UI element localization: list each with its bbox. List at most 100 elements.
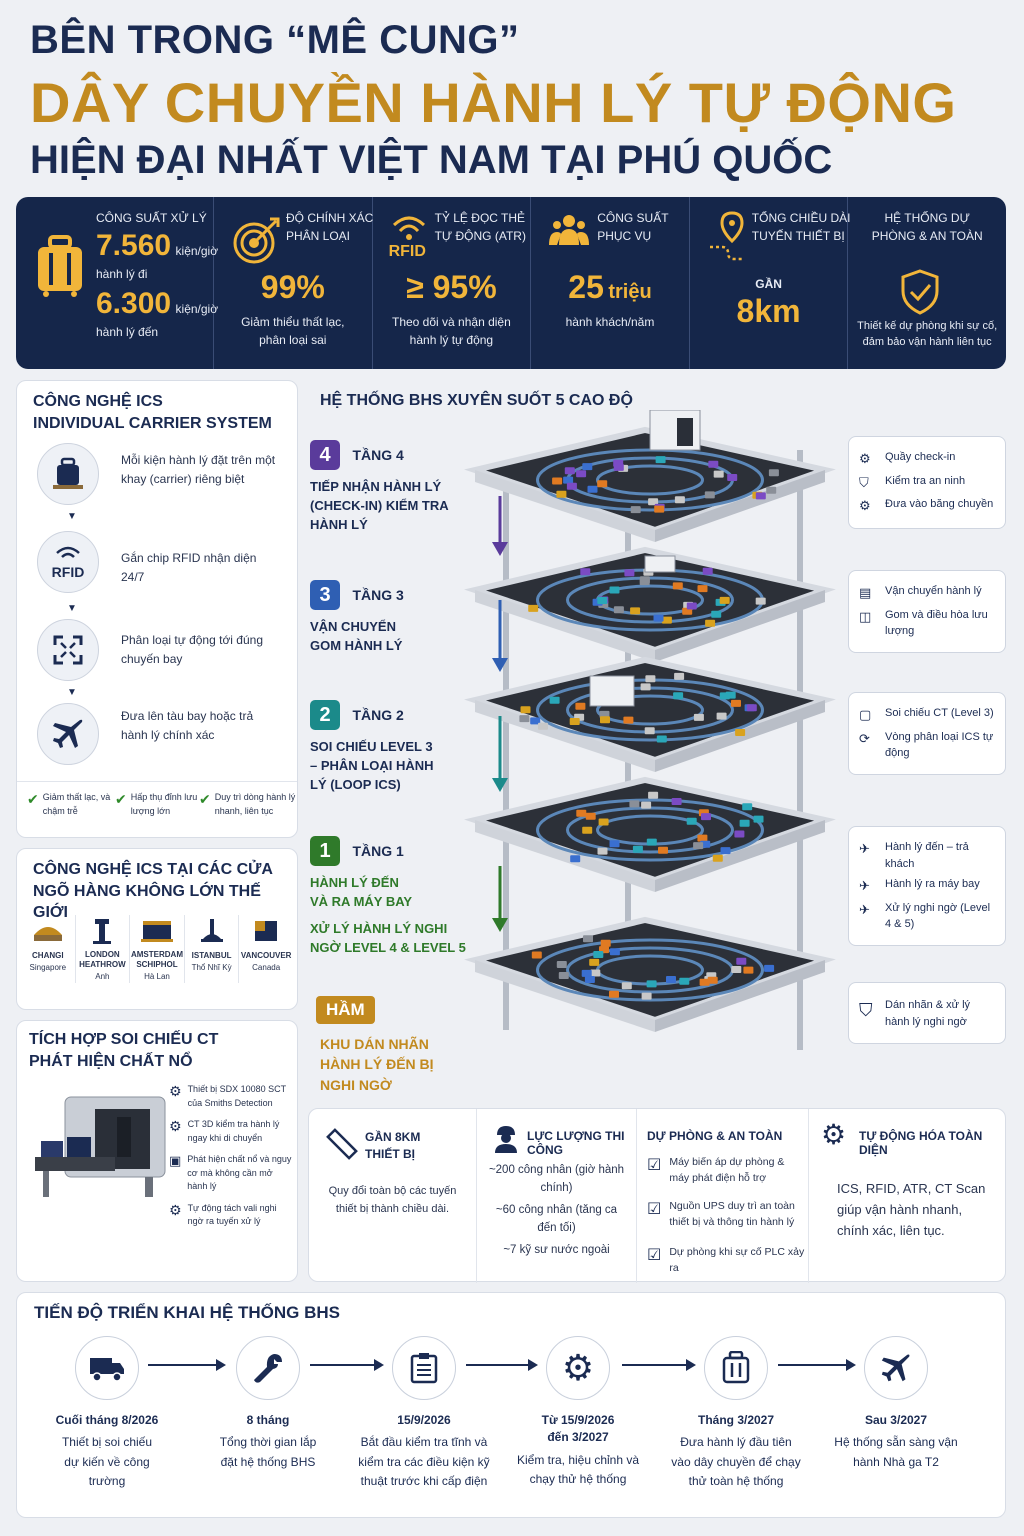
baggage-item bbox=[755, 597, 766, 605]
floor-4-label: 4 TẦNG 4 TIẾP NHẬN HÀNH LÝ (CHECK-IN) KI… bbox=[310, 440, 460, 544]
fact-automation: ⚙ TỰ ĐỘNG HÓA TOÀN DIỆN ICS, RFID, ATR, … bbox=[809, 1109, 1007, 1283]
baggage-item bbox=[653, 614, 664, 622]
stat-service: CÔNG SUẤT PHỤC VỤ 25 triệu hành khách/nă… bbox=[531, 197, 690, 369]
floor-1-desc-1: HÀNH LÝ ĐẾN VÀ RA MÁY BAY bbox=[310, 875, 413, 909]
stat-accuracy-label: ĐỘ CHÍNH XÁC PHÂN LOẠI bbox=[286, 211, 374, 243]
baggage-item bbox=[582, 463, 593, 471]
baggage-item bbox=[520, 706, 531, 714]
facts-card: GẦN 8KM THIẾT BỊ Quy đổi toàn bộ các tuy… bbox=[308, 1108, 1007, 1283]
conveyor-icon: ▤ bbox=[859, 585, 872, 600]
capacity-departure-desc: hành lý đi bbox=[96, 267, 148, 281]
floor-3-desc: VẬN CHUYỂN GOM HÀNH LÝ bbox=[310, 619, 403, 653]
fact-length-desc: Quy đổi toàn bộ các tuyến thiết bị thành… bbox=[328, 1185, 457, 1215]
gear-icon: ⚙ bbox=[859, 451, 871, 466]
airplane-icon bbox=[53, 719, 83, 748]
bhs-building-illustration bbox=[464, 410, 836, 1050]
checkbox-icon: ☑ bbox=[647, 1157, 662, 1174]
down-arrow-icon: ▼ bbox=[67, 511, 77, 522]
baggage-item bbox=[587, 485, 598, 493]
capacity-arrival-value: 6.300 bbox=[96, 287, 172, 320]
baggage-item bbox=[566, 482, 577, 490]
baggage-item bbox=[731, 699, 741, 707]
ics-step-luggage bbox=[37, 443, 99, 505]
baggage-item bbox=[558, 972, 569, 979]
bhs-title: HỆ THỐNG BHS XUYÊN SUỐT 5 CAO ĐỘ bbox=[320, 392, 633, 409]
tower-icon bbox=[200, 919, 223, 942]
stat-safety-label: HỆ THỐNG DỰ PHÒNG & AN TOÀN bbox=[871, 211, 983, 243]
rfid-icon: RFID bbox=[51, 564, 85, 580]
ics-step-rfid: RFID bbox=[37, 531, 99, 593]
baggage-item bbox=[556, 961, 567, 968]
baggage-item bbox=[766, 486, 777, 494]
baggage-item bbox=[597, 597, 608, 604]
baggage-item bbox=[719, 596, 730, 604]
baggage-item bbox=[671, 798, 682, 805]
baggage-item bbox=[564, 467, 575, 475]
baggage-item bbox=[727, 474, 738, 481]
stat-safety: HỆ THỐNG DỰ PHÒNG & AN TOÀN Thiết kế dự … bbox=[848, 197, 1006, 369]
ct-title: TÍCH HỢP SOI CHIẾU CT PHÁT HIỆN CHẤT NỔ bbox=[29, 1031, 219, 1070]
building-column bbox=[503, 470, 509, 1030]
capacity-unit-2: kiện/giờ bbox=[175, 302, 219, 316]
baggage-item bbox=[646, 980, 657, 988]
baggage-item bbox=[644, 727, 655, 735]
slab-edge bbox=[475, 470, 655, 542]
baggage-item bbox=[599, 710, 610, 718]
airport-heathrow: LONDON HEATHROW Anh bbox=[76, 915, 131, 983]
ics-step-2-text: Gắn chip RFID nhận diện 24/7 bbox=[121, 551, 257, 585]
people-icon bbox=[549, 215, 590, 245]
baggage-item bbox=[739, 819, 750, 827]
baggage-item bbox=[720, 847, 731, 855]
ct-feature-3: ▣ Phát hiện chất nổ và nguy cơ mà không … bbox=[169, 1153, 293, 1194]
step-5-when: Tháng 3/2027 bbox=[697, 1413, 775, 1427]
truck-icon bbox=[90, 1358, 124, 1382]
airport-istanbul: ISTANBUL Thổ Nhĩ Kỳ bbox=[185, 915, 240, 983]
baggage-item bbox=[658, 846, 668, 854]
baggage-item bbox=[697, 834, 708, 842]
fact-workforce: LỰC LƯỢNG THI CÔNG ~200 công nhân (giờ h… bbox=[477, 1109, 637, 1283]
baggage-item bbox=[598, 818, 609, 826]
gear-icon: ⚙ bbox=[169, 1118, 182, 1134]
timeline-step-4: ⚙ Từ 15/9/2026 đến 3/2027 Kiểm tra, hiệu… bbox=[503, 1336, 653, 1489]
baggage-item bbox=[707, 976, 718, 984]
timeline-card bbox=[16, 1292, 1006, 1518]
benefit-1: ✔ Giảm thất lạc, và chậm trễ bbox=[27, 791, 113, 818]
ics-step-3-text: Phân loại tự động tới đúng chuyến bay bbox=[121, 633, 264, 667]
checkbox-icon: ☑ bbox=[647, 1247, 662, 1264]
slab-edge bbox=[475, 960, 655, 1032]
capacity-arrival-desc: hành lý đến bbox=[96, 325, 159, 339]
wifi-icon bbox=[56, 546, 80, 558]
baggage-item bbox=[661, 616, 672, 624]
check-icon: ✔ bbox=[27, 791, 39, 807]
title-line-3: HIỆN ĐẠI NHẤT VIỆT NAM TẠI PHÚ QUỐC bbox=[30, 138, 833, 182]
gear-icon: ⚙ bbox=[169, 1201, 182, 1218]
baggage-item bbox=[630, 506, 641, 514]
baggage-item bbox=[646, 838, 657, 846]
baggage-item bbox=[674, 496, 685, 504]
baggage-item bbox=[716, 712, 727, 720]
gear-icon: ⚙ bbox=[859, 498, 871, 513]
baggage-item bbox=[632, 845, 643, 853]
accuracy-desc: Giảm thiểu thất lạc, phân loại sai bbox=[241, 315, 345, 347]
step-3-when: 15/9/2026 bbox=[397, 1413, 451, 1427]
canada-landmark-icon bbox=[255, 921, 278, 941]
atr-value: ≥ 95% bbox=[406, 269, 497, 305]
slab-edge bbox=[655, 470, 825, 542]
stat-atr-label: TỶ LỆ ĐỌC THẺ TỰ ĐỘNG (ATR) bbox=[434, 211, 526, 243]
floor-2-name: TẦNG 2 bbox=[352, 707, 404, 723]
gear-icon: ⚙ bbox=[821, 1119, 847, 1150]
service-value: 25 bbox=[568, 269, 604, 305]
baggage-item bbox=[597, 480, 608, 488]
floor-2-functions: ▢Soi chiếu CT (Level 3) ⟳Vòng phân loại … bbox=[848, 692, 1006, 775]
baggage-item bbox=[609, 840, 620, 848]
baggage-item bbox=[735, 729, 746, 736]
baggage-item bbox=[597, 847, 608, 855]
baggage-item bbox=[672, 582, 683, 590]
baggage-item bbox=[713, 470, 724, 478]
airport-vancouver: VANCOUVER Canada bbox=[239, 915, 293, 983]
terminal-building-icon bbox=[140, 921, 173, 942]
sorter-unit bbox=[644, 555, 676, 573]
timeline-step-1: Cuối tháng 8/2026 Thiết bị soi chiếu dự … bbox=[32, 1336, 182, 1491]
ct-feature-2: ⚙ CT 3D kiểm tra hành lý ngay khi di chu… bbox=[169, 1118, 293, 1145]
baggage-item bbox=[600, 716, 610, 724]
